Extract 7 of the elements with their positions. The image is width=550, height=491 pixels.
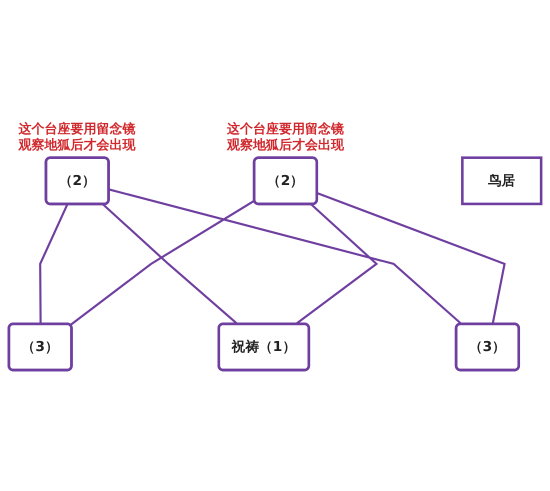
note-text: 这个台座要用留念镜观察地狐后才会出现 xyxy=(18,122,136,154)
node-box: 鸟居 xyxy=(461,156,542,206)
connector xyxy=(316,192,506,324)
connector xyxy=(70,200,256,326)
note-text: 这个台座要用留念镜观察地狐后才会出现 xyxy=(226,122,344,154)
connector xyxy=(39,204,68,324)
connector xyxy=(108,188,462,326)
